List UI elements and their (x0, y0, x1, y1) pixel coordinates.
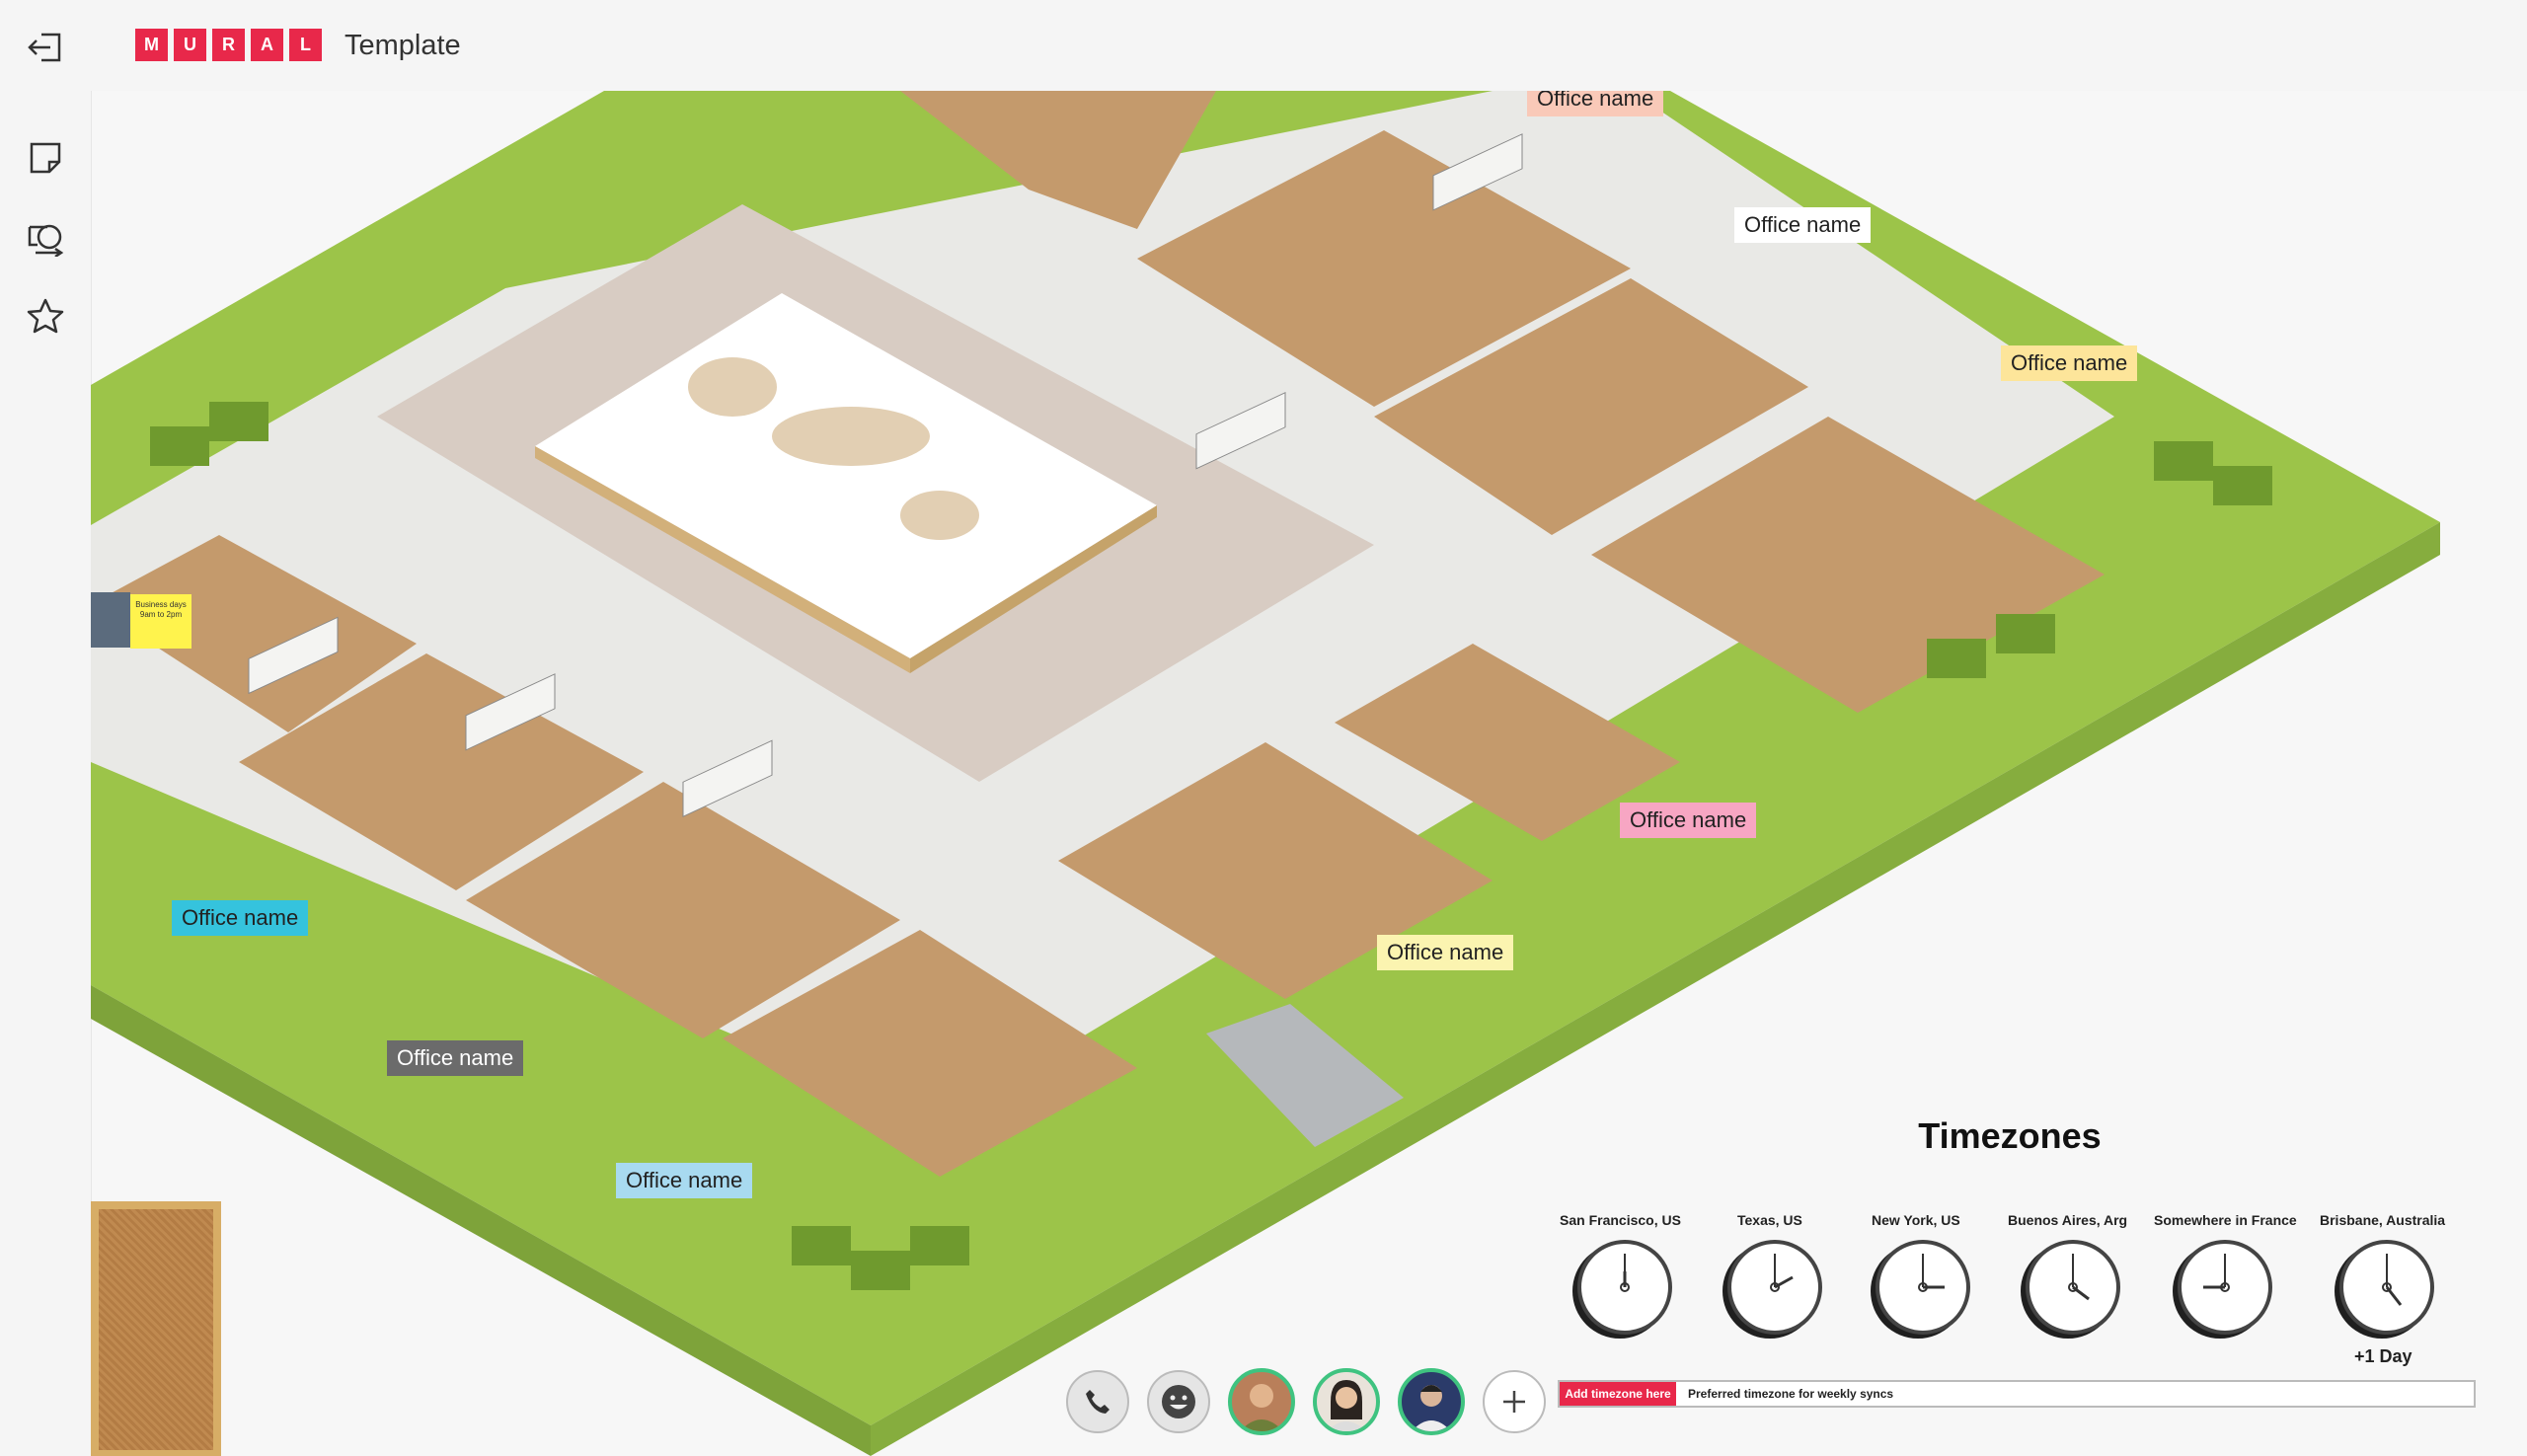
office-label[interactable]: Office name (387, 1040, 524, 1076)
sticky-note-icon[interactable] (22, 134, 69, 182)
avatar[interactable] (1398, 1368, 1465, 1435)
clock-face (2339, 1240, 2434, 1335)
preferred-timezone-bar[interactable]: Add timezone here Preferred timezone for… (1558, 1380, 2476, 1408)
mural-canvas[interactable]: Office name Office name Office name Offi… (91, 91, 2527, 1456)
corkboard[interactable] (91, 1201, 221, 1456)
add-timezone-button[interactable]: Add timezone here (1560, 1382, 1676, 1406)
clock-face (2178, 1240, 2272, 1335)
user-photo[interactable] (91, 592, 130, 648)
phone-icon[interactable] (1066, 1370, 1129, 1433)
office-label[interactable]: Office name (1734, 207, 1872, 243)
clock-face (1727, 1240, 1822, 1335)
office-label[interactable]: Office name (1620, 803, 1757, 838)
logo-letter: M (135, 29, 168, 61)
office-label[interactable]: Office name (1377, 935, 1514, 970)
office-floorplan-illustration (91, 91, 2440, 1456)
logo-letter: L (289, 29, 322, 61)
mural-title[interactable]: Template (345, 30, 461, 61)
timezone-city: Somewhere in France (2154, 1212, 2297, 1228)
timezones-title: Timezones (1918, 1115, 2102, 1156)
timezone-city: Buenos Aires, Arg (2008, 1212, 2128, 1228)
plus-day-label: +1 Day (2354, 1346, 2412, 1366)
timezone-city: San Francisco, US (1560, 1212, 1681, 1228)
collaboration-bar (1066, 1364, 1546, 1439)
logo-letter: A (251, 29, 283, 61)
preferred-timezone-label: Preferred timezone for weekly syncs (1688, 1387, 1894, 1401)
logo-letter: R (212, 29, 245, 61)
add-icon[interactable] (1483, 1370, 1546, 1433)
left-toolbar (0, 0, 92, 1456)
top-bar: M U R A L Template (91, 0, 2527, 91)
clock-face (2026, 1240, 2120, 1335)
timezone-city: Texas, US (1737, 1212, 1802, 1228)
emoji-icon[interactable] (1147, 1370, 1210, 1433)
clock-face (1876, 1240, 1970, 1335)
office-label[interactable]: Office name (2001, 345, 2138, 381)
avatar[interactable] (1313, 1368, 1380, 1435)
star-icon[interactable] (22, 292, 69, 340)
mural-logo[interactable]: M U R A L (135, 29, 322, 61)
office-label[interactable]: Office name (616, 1163, 753, 1198)
timezone-city: New York, US (1872, 1212, 1960, 1228)
logo-letter: U (174, 29, 206, 61)
office-label[interactable]: Office name (172, 900, 309, 936)
timezone-city: Brisbane, Australia (2320, 1212, 2446, 1228)
sticky-note[interactable]: Business days 9am to 2pm (130, 594, 191, 649)
clock-face (1577, 1240, 1672, 1335)
avatar[interactable] (1228, 1368, 1295, 1435)
office-label[interactable]: Office name (1527, 91, 1664, 116)
shapes-icon[interactable] (22, 215, 69, 263)
exit-icon[interactable] (22, 24, 69, 71)
